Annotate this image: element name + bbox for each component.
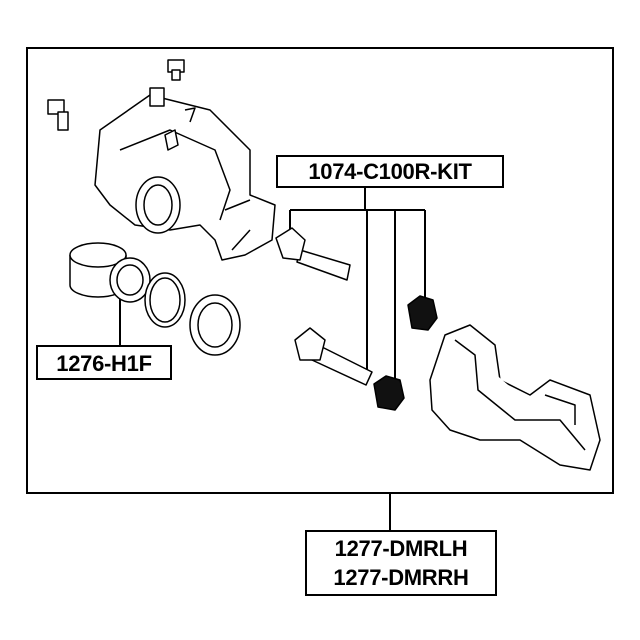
guide-pin-lower (294, 327, 373, 386)
kit-leader-lines (289, 188, 426, 378)
pin-boot-upper (407, 295, 438, 331)
caliper-housing (94, 94, 276, 261)
part-label-caliper: 1277-DMRLH 1277-DMRRH (305, 530, 497, 596)
part-label-caliper-lh: 1277-DMRLH (334, 536, 468, 561)
dust-boot (189, 294, 241, 356)
guide-pin-upper (275, 227, 351, 281)
part-label-caliper-rh: 1277-DMRRH (333, 565, 469, 590)
piston-seal (144, 272, 186, 328)
caliper-carrier-bracket (429, 324, 601, 471)
bleeder-screw (47, 99, 69, 131)
pin-boot-lower (373, 375, 405, 411)
diagram-frame (26, 47, 614, 494)
part-label-caliper-pin-kit: 1074-C100R-KIT (276, 155, 504, 188)
part-label-piston: 1276-H1F (36, 345, 172, 380)
piston (69, 242, 151, 303)
dust-cap (149, 59, 196, 123)
